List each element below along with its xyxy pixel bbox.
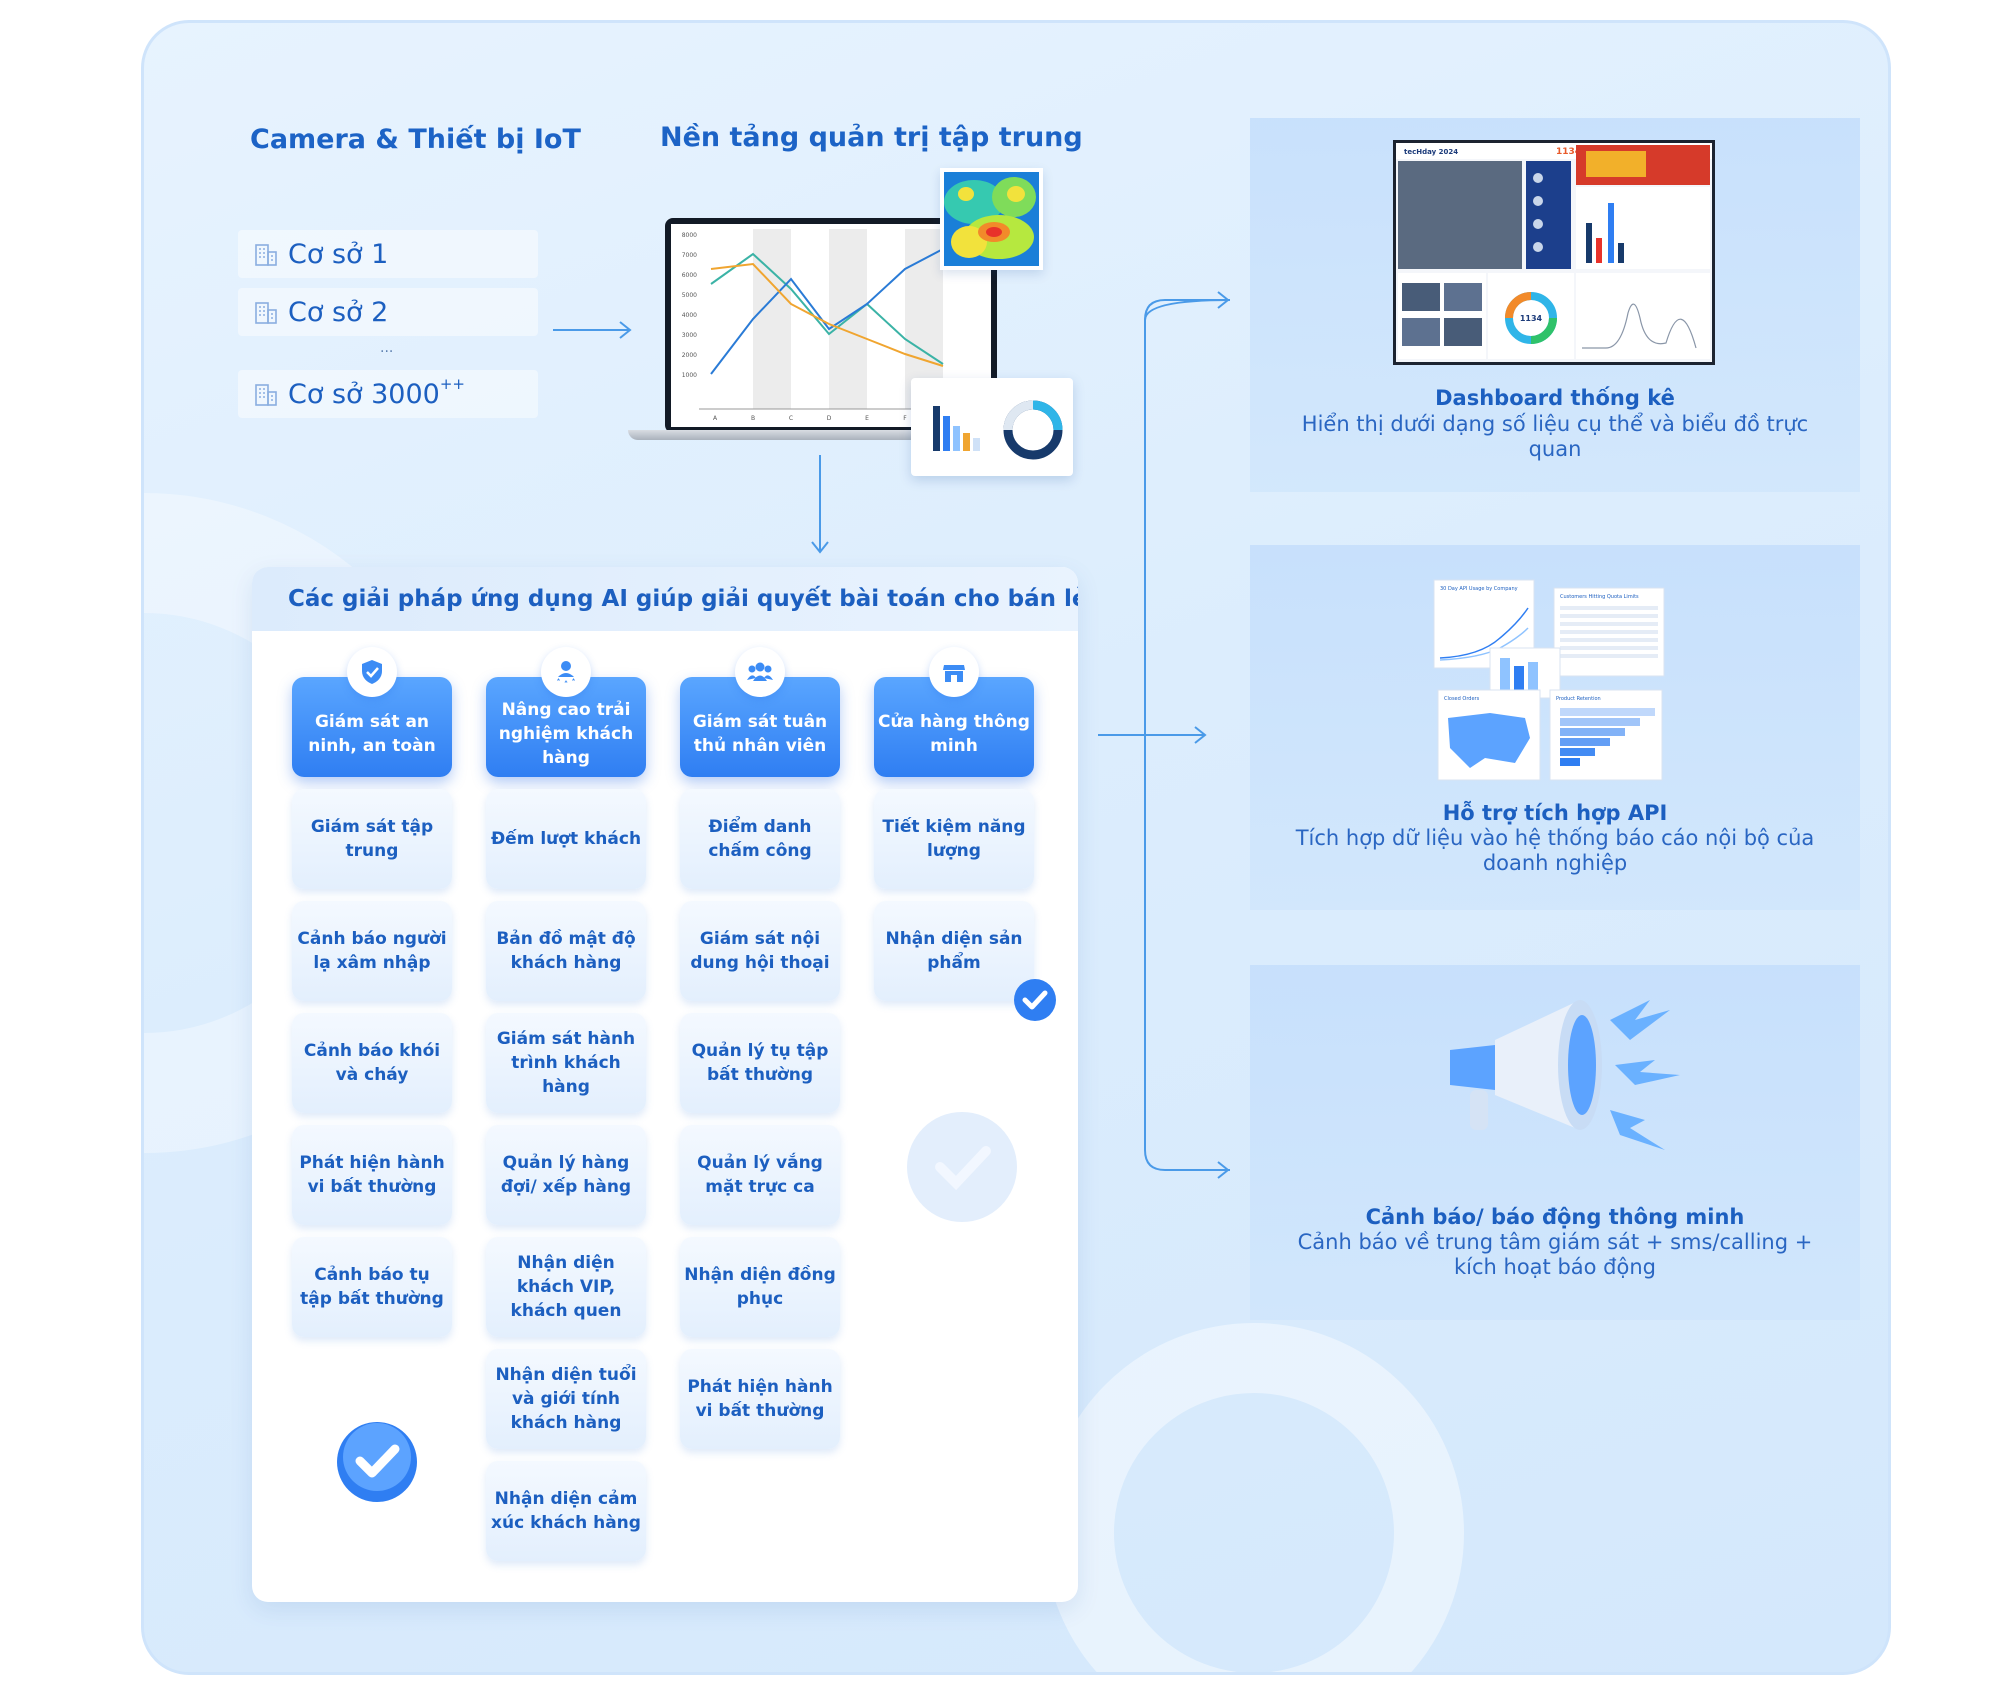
building-icon [255,244,277,266]
feature-desc: Tích hợp dữ liệu vào hệ thống báo cáo nộ… [1295,826,1815,875]
bars-donut-thumbnail [911,378,1073,476]
solution-item[interactable]: Đếm lượt khách [486,789,646,889]
y-tick: 7000 [682,252,697,259]
dashboard-brand: tecHday 2024 [1404,148,1458,156]
solution-item[interactable]: Cảnh báo khói và cháy [292,1013,452,1113]
category-customer-experience[interactable]: Nâng cao trải nghiệm khách hàng [486,647,646,777]
solution-item[interactable]: Nhận diện cảm xúc khách hàng [486,1461,646,1561]
solution-item[interactable]: Cảnh báo người lạ xâm nhập [292,901,452,1001]
branch-2: Cơ sở 2 [238,288,538,336]
solution-item[interactable]: Quản lý tụ tập bất thường [680,1013,840,1113]
solution-item[interactable]: Nhận diện sản phẩm [874,901,1034,1001]
feature-title: Cảnh báo/ báo động thông minh [1365,1205,1745,1229]
branch-ellipsis: ... [380,340,394,356]
feature-title: Hỗ trợ tích hợp API [1442,801,1668,825]
platform-title: Nền tảng quản trị tập trung [660,122,1083,153]
branch-3000: Cơ sở 3000 ++ [238,370,538,418]
customer-stars-icon [541,647,591,697]
api-card3-title: Closed Orders [1444,696,1480,702]
solution-item[interactable]: Giám sát hành trình khách hàng [486,1013,646,1113]
x-tick: C [789,415,793,422]
solution-item[interactable]: Nhận diện tuổi và giới tính khách hàng [486,1349,646,1449]
shield-check-icon [347,647,397,697]
building-icon [255,384,277,406]
ai-solutions-title: Các giải pháp ứng dụng AI giúp giải quyế… [288,586,1078,612]
team-icon [735,647,785,697]
check-badge-icon [337,1422,417,1502]
api-card1-title: 30 Day API Usage by Company [1440,586,1518,592]
solution-item[interactable]: Giám sát nội dung hội thoại [680,901,840,1001]
solution-item[interactable]: Giám sát tập trung [292,789,452,889]
solution-item[interactable]: Quản lý vắng mặt trực ca [680,1125,840,1225]
laptop-base [628,430,1028,440]
solution-item[interactable]: Nhận diện khách VIP, khách quen [486,1237,646,1337]
donut-value: 1134 [1520,314,1543,323]
solution-item[interactable]: Nhận diện đồng phục [680,1237,840,1337]
y-tick: 8000 [682,232,697,239]
branch-label: Cơ sở 3000 [288,378,440,410]
y-tick: 3000 [682,332,697,339]
check-badge-small-icon [1014,979,1056,1021]
y-tick: 2000 [682,352,697,359]
series-line-teal [710,252,944,365]
category-smart-store[interactable]: Cửa hàng thông minh [874,647,1034,777]
category-label: Cửa hàng thông minh [878,712,1030,756]
solution-item[interactable]: Điểm danh chấm công [680,789,840,889]
ai-solutions-card: Các giải pháp ứng dụng AI giúp giải quyế… [252,567,1078,1602]
api-card2-title: Customers Hitting Quota Limits [1560,594,1639,600]
sources-title: Camera & Thiết bị IoT [250,124,581,155]
x-tick: A [713,415,718,422]
series-line-blue [710,248,944,375]
feature-title: Dashboard thống kê [1435,386,1675,410]
api-card4-title: Product Retention [1556,696,1601,702]
category-label: Giám sát an ninh, an toàn [308,712,436,756]
branch-label-sup: ++ [439,375,465,393]
dashboard-preview: tecHday 2024 1134 1134 [1393,140,1715,365]
feature-desc: Cảnh báo về trung tâm giám sát + sms/cal… [1297,1230,1813,1279]
dashboard-count: 1134 [1556,147,1581,157]
feature-desc: Hiển thị dưới dạng số liệu cụ thể và biể… [1301,412,1809,461]
store-icon [929,647,979,697]
heatmap-thumbnail [940,168,1043,270]
category-security[interactable]: Giám sát an ninh, an toàn [292,647,452,777]
series-line-orange [710,262,944,367]
solution-item[interactable]: Phát hiện hành vi bất thường [292,1125,452,1225]
solution-item[interactable]: Bản đồ mật độ khách hàng [486,901,646,1001]
y-tick: 5000 [682,292,697,299]
feature-alerts: Cảnh báo/ báo động thông minh Cảnh báo v… [1250,965,1860,1320]
branch-label: Cơ sở 1 [288,238,389,270]
y-tick: 4000 [682,312,697,319]
category-label: Giám sát tuân thủ nhân viên [692,712,828,756]
laptop-screen: 8000 7000 6000 5000 4000 3000 2000 1000 … [665,218,997,433]
branch-label: Cơ sở 2 [288,296,389,328]
category-staff-compliance[interactable]: Giám sát tuân thủ nhân viên [680,647,840,777]
solution-item[interactable]: Tiết kiệm năng lượng [874,789,1034,889]
y-tick: 6000 [682,272,697,279]
building-icon [255,302,277,324]
branch-1: Cơ sở 1 [238,230,538,278]
x-tick: B [751,415,755,422]
ai-solutions-header: Các giải pháp ứng dụng AI giúp giải quyế… [252,567,1078,631]
check-badge-faded-icon [907,1112,1017,1222]
solution-item[interactable]: Phát hiện hành vi bất thường [680,1349,840,1449]
solution-item[interactable]: Cảnh báo tụ tập bất thường [292,1237,452,1337]
megaphone-icon [1450,1000,1680,1150]
x-tick: F [903,415,907,422]
x-tick: D [827,415,832,422]
y-tick: 1000 [682,372,697,379]
category-label: Nâng cao trải nghiệm khách hàng [498,700,634,768]
solution-item[interactable]: Quản lý hàng đợi/ xếp hàng [486,1125,646,1225]
x-tick: E [865,415,869,422]
api-preview: 30 Day API Usage by Company Customers Hi… [1430,578,1670,788]
